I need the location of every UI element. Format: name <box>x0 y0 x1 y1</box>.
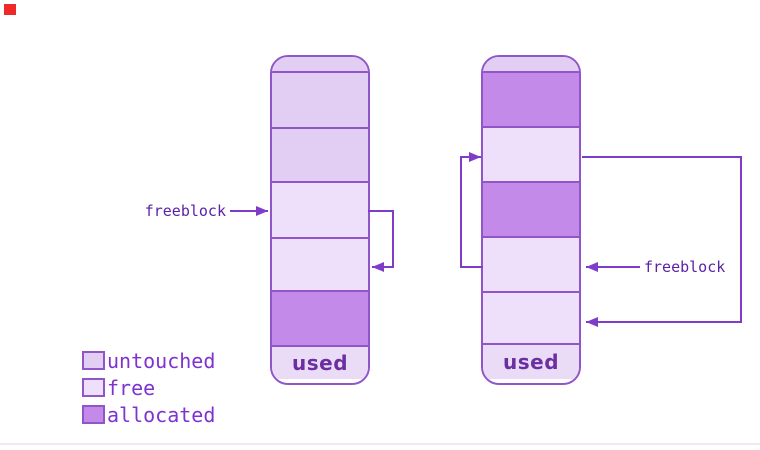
block-untouched <box>272 57 368 71</box>
legend: untouched free allocated <box>82 351 215 432</box>
block-used: used <box>483 343 579 379</box>
block-used: used <box>272 345 368 379</box>
used-label: used <box>502 350 560 374</box>
legend-label-untouched: untouched <box>107 348 216 373</box>
block-free <box>483 291 579 343</box>
block-untouched <box>272 71 368 127</box>
memory-column-after: used <box>481 55 581 385</box>
block-allocated <box>483 71 579 126</box>
red-recording-marker <box>4 4 16 15</box>
block-free <box>483 236 579 291</box>
legend-label-allocated: allocated <box>107 402 216 427</box>
legend-row-untouched: untouched <box>82 348 216 373</box>
legend-label-free: free <box>107 375 156 400</box>
memory-column-before: used <box>270 55 370 385</box>
block-allocated <box>272 290 368 345</box>
next-pointer-loop-right-column-right <box>582 156 742 327</box>
next-pointer-loop-left-column <box>368 210 394 272</box>
freeblock-label-left: freeblock <box>144 202 226 220</box>
used-label: used <box>291 351 349 375</box>
block-free <box>483 126 579 181</box>
allocated-swatch <box>82 405 105 424</box>
free-swatch <box>82 378 105 397</box>
block-untouched <box>272 127 368 181</box>
untouched-swatch <box>82 351 105 370</box>
freeblock-label-right: freeblock <box>644 258 726 276</box>
next-pointer-loop-right-column-left <box>460 152 483 268</box>
legend-row-allocated: allocated <box>82 402 216 427</box>
legend-row-free: free <box>82 375 215 400</box>
block-allocated <box>483 181 579 236</box>
bottom-divider-rule <box>0 443 760 445</box>
block-untouched <box>483 57 579 71</box>
block-free <box>272 181 368 237</box>
block-free <box>272 237 368 290</box>
